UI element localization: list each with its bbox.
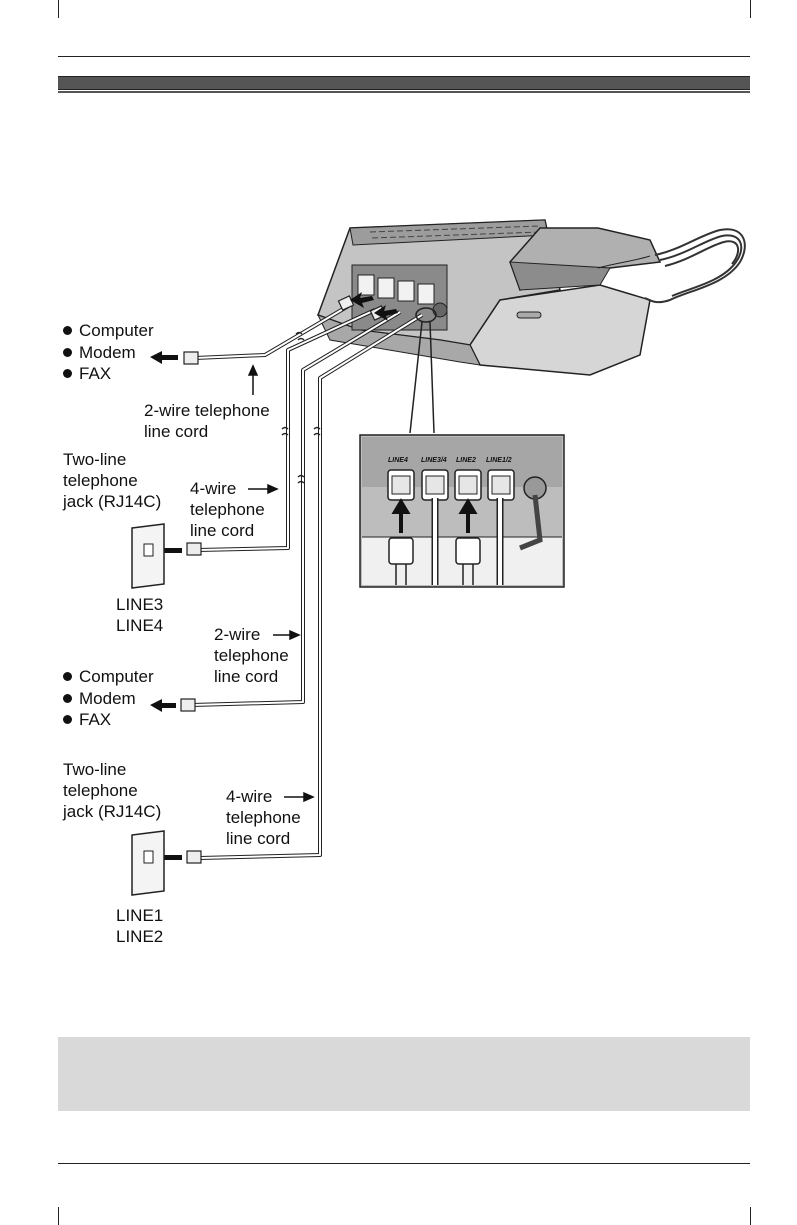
device-list-bottom: Computer Modem FAX bbox=[63, 666, 154, 731]
handset bbox=[510, 228, 660, 290]
coiled-cord bbox=[645, 229, 745, 302]
cord-label-4wire-top: 4-wire telephone line cord bbox=[190, 478, 265, 541]
inset-port-label-line1-2: LINE1/2 bbox=[486, 457, 512, 464]
device-list-item: FAX bbox=[63, 363, 154, 385]
cord-label-4wire-bottom: 4-wire telephone line cord bbox=[226, 786, 301, 849]
device-list-top: Computer Modem FAX bbox=[63, 320, 154, 385]
device-list-item: Modem bbox=[63, 688, 154, 710]
device-list-item: FAX bbox=[63, 709, 154, 731]
cord-label-2wire-mid: 2-wire telephone line cord bbox=[214, 624, 289, 687]
inset-port-label-line4: LINE4 bbox=[388, 457, 408, 464]
inset-port-label-line2: LINE2 bbox=[456, 457, 476, 464]
device-list-item: Computer bbox=[63, 666, 154, 688]
jack-label-top: Two-line telephone jack (RJ14C) bbox=[63, 449, 161, 512]
device-list-item: Modem bbox=[63, 342, 154, 364]
plugs bbox=[181, 296, 386, 863]
jack-lines-top: LINE3 LINE4 bbox=[116, 594, 163, 636]
device-list-item: Computer bbox=[63, 320, 154, 342]
wall-jack-line1-2 bbox=[132, 831, 164, 895]
cord-label-2wire-top: 2-wire telephone line cord bbox=[144, 400, 270, 442]
wall-jack-line3-4 bbox=[132, 524, 164, 588]
jack-lines-bottom: LINE1 LINE2 bbox=[116, 905, 163, 947]
inset-port-label-line3-4: LINE3/4 bbox=[421, 457, 447, 464]
jack-label-bottom: Two-line telephone jack (RJ14C) bbox=[63, 759, 161, 822]
